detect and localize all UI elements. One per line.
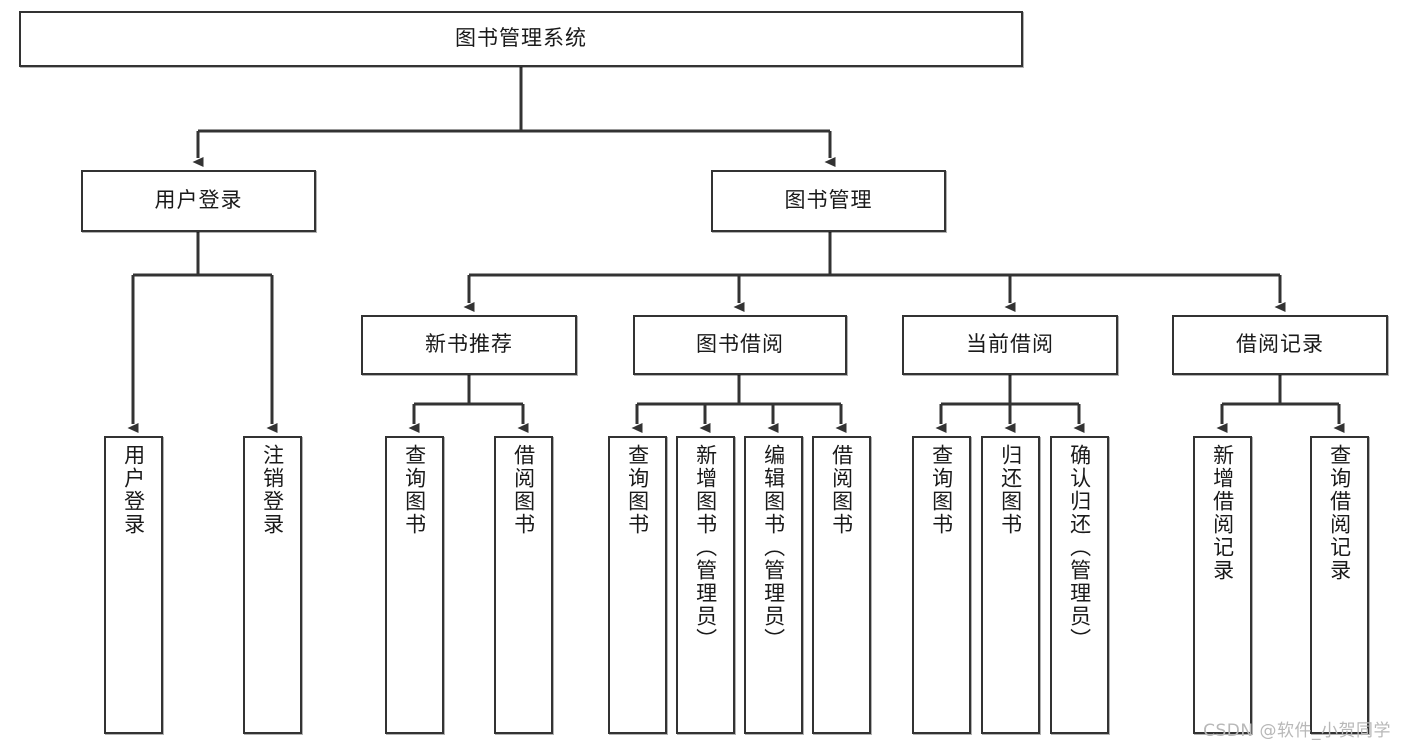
- node-label: 图书借阅: [696, 332, 784, 357]
- watermark-text: CSDN @软件_小贺同学: [1203, 721, 1391, 741]
- node-label: 新增借阅记录: [1210, 444, 1235, 582]
- node-current-borrowing[interactable]: 当前借阅: [902, 315, 1118, 375]
- leaf-query-books-borrowing[interactable]: 查询图书: [608, 436, 667, 734]
- leaf-query-books-current[interactable]: 查询图书: [912, 436, 971, 734]
- leaf-query-borrow-record[interactable]: 查询借阅记录: [1310, 436, 1369, 734]
- node-label: 借阅图书: [829, 444, 854, 536]
- node-label: 查询借阅记录: [1327, 444, 1352, 582]
- node-label: 图书管理系统: [455, 26, 587, 51]
- leaf-borrow-books-recommendation[interactable]: 借阅图书: [494, 436, 553, 734]
- node-new-book-recommendation[interactable]: 新书推荐: [361, 315, 577, 375]
- leaf-confirm-return-admin[interactable]: 确认归还（管理员）: [1050, 436, 1109, 734]
- leaf-query-books-recommendation[interactable]: 查询图书: [385, 436, 444, 734]
- node-label: 查询图书: [402, 444, 427, 536]
- node-label: 查询图书: [929, 444, 954, 536]
- node-label: 归还图书: [998, 444, 1023, 536]
- node-borrowing-records[interactable]: 借阅记录: [1172, 315, 1388, 375]
- node-label: 编辑图书（管理员）: [761, 444, 786, 651]
- leaf-return-books[interactable]: 归还图书: [981, 436, 1040, 734]
- node-label: 用户登录: [121, 444, 146, 536]
- node-label: 查询图书: [625, 444, 650, 536]
- node-label: 借阅记录: [1236, 332, 1324, 357]
- leaf-add-borrow-record[interactable]: 新增借阅记录: [1193, 436, 1252, 734]
- node-label: 用户登录: [154, 188, 243, 213]
- node-label: 借阅图书: [511, 444, 536, 536]
- node-label: 图书管理: [784, 188, 873, 213]
- leaf-borrow-books-borrowing[interactable]: 借阅图书: [812, 436, 871, 734]
- node-label: 注销登录: [260, 444, 285, 536]
- leaf-logout[interactable]: 注销登录: [243, 436, 302, 734]
- node-book-management[interactable]: 图书管理: [711, 170, 946, 232]
- node-root-library-management-system[interactable]: 图书管理系统: [19, 11, 1023, 67]
- node-book-borrowing[interactable]: 图书借阅: [633, 315, 847, 375]
- node-label: 新书推荐: [425, 332, 513, 357]
- leaf-add-book-admin[interactable]: 新增图书（管理员）: [676, 436, 735, 734]
- node-label: 确认归还（管理员）: [1067, 444, 1092, 651]
- node-user-login[interactable]: 用户登录: [81, 170, 316, 232]
- leaf-user-login[interactable]: 用户登录: [104, 436, 163, 734]
- node-label: 新增图书（管理员）: [693, 444, 718, 651]
- node-label: 当前借阅: [966, 332, 1054, 357]
- leaf-edit-book-admin[interactable]: 编辑图书（管理员）: [744, 436, 803, 734]
